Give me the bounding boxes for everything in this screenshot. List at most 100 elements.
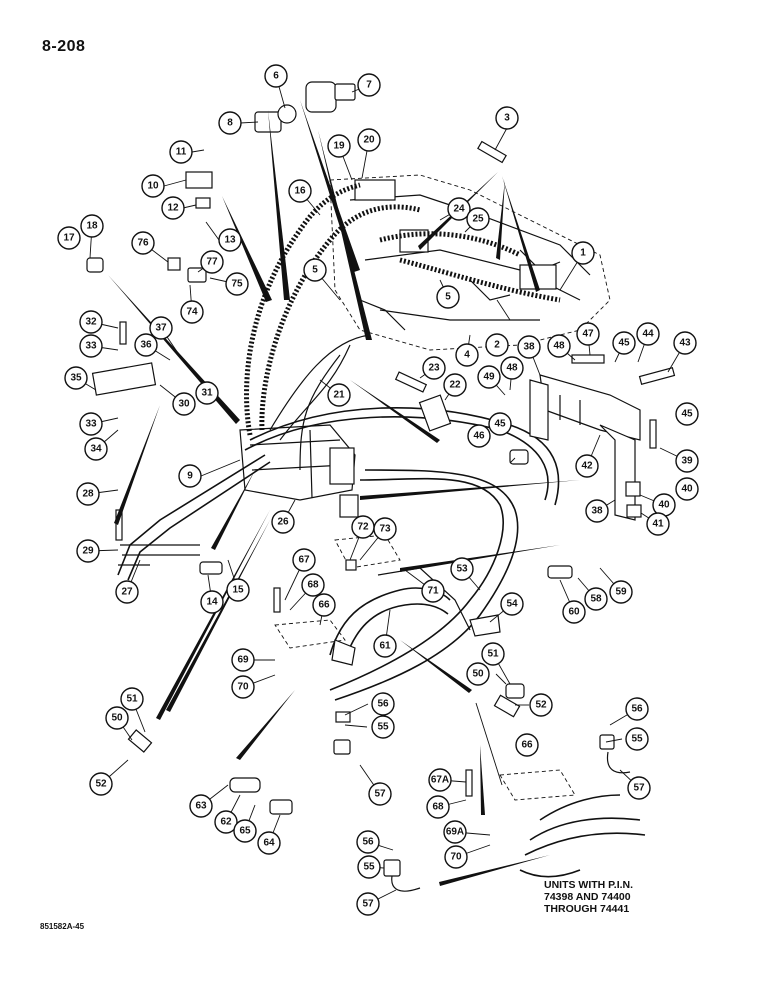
svg-text:6: 6: [273, 71, 279, 82]
callout-56: 56: [356, 830, 380, 854]
callout-39: 39: [675, 449, 699, 473]
callout-65: 65: [233, 819, 257, 843]
callout-57: 57: [356, 892, 380, 916]
page-number: 8-208: [42, 38, 86, 55]
svg-text:48: 48: [553, 341, 565, 352]
callout-49: 49: [477, 365, 501, 389]
callout-24: 24: [447, 197, 471, 221]
svg-text:57: 57: [633, 783, 645, 794]
svg-text:39: 39: [681, 456, 693, 467]
callout-54: 54: [500, 592, 524, 616]
svg-text:34: 34: [90, 444, 102, 455]
callout-35: 35: [64, 366, 88, 390]
callout-5: 5: [303, 258, 327, 282]
hoses: [117, 182, 646, 878]
svg-text:10: 10: [147, 181, 159, 192]
svg-text:65: 65: [239, 826, 251, 837]
callout-73: 73: [373, 517, 397, 541]
callout-68: 68: [426, 795, 450, 819]
svg-text:56: 56: [362, 837, 374, 848]
svg-text:41: 41: [652, 519, 664, 530]
svg-text:16: 16: [294, 186, 306, 197]
callout-76: 76: [131, 231, 155, 255]
svg-text:23: 23: [428, 363, 440, 374]
callout-2: 2: [485, 333, 509, 357]
svg-text:66: 66: [521, 740, 533, 751]
callout-47: 47: [576, 322, 600, 346]
hardware: [86, 81, 676, 892]
svg-text:32: 32: [85, 317, 97, 328]
svg-text:9: 9: [187, 471, 193, 482]
callout-7: 7: [357, 73, 381, 97]
units-note-line: THROUGH 74441: [544, 903, 630, 915]
svg-text:70: 70: [237, 682, 249, 693]
svg-text:1: 1: [580, 248, 586, 259]
svg-text:75: 75: [231, 279, 243, 290]
svg-text:47: 47: [582, 329, 594, 340]
svg-text:58: 58: [590, 594, 602, 605]
callout-75: 75: [225, 272, 249, 296]
callout-50: 50: [105, 706, 129, 730]
callout-77: 77: [200, 250, 224, 274]
svg-text:51: 51: [126, 694, 138, 705]
callout-36: 36: [134, 333, 158, 357]
svg-text:18: 18: [86, 221, 98, 232]
callout-45: 45: [612, 331, 636, 355]
svg-text:67A: 67A: [431, 775, 449, 786]
svg-text:56: 56: [377, 699, 389, 710]
callout-3: 3: [495, 106, 519, 130]
callout-55: 55: [357, 855, 381, 879]
callout-43: 43: [673, 331, 697, 355]
svg-text:27: 27: [121, 587, 133, 598]
svg-text:55: 55: [631, 734, 643, 745]
svg-text:43: 43: [679, 338, 691, 349]
units-note-line: 74398 AND 74400: [544, 891, 631, 903]
svg-text:15: 15: [232, 585, 244, 596]
callout-30: 30: [172, 392, 196, 416]
callout-13: 13: [218, 228, 242, 252]
callout-22: 22: [443, 373, 467, 397]
callout-55: 55: [625, 727, 649, 751]
callout-70: 70: [444, 845, 468, 869]
callout-66: 66: [312, 593, 336, 617]
callout-57: 57: [368, 782, 392, 806]
callout-27: 27: [115, 580, 139, 604]
callout-48: 48: [500, 356, 524, 380]
svg-text:59: 59: [615, 587, 627, 598]
callout-68: 68: [301, 573, 325, 597]
svg-text:67: 67: [298, 555, 310, 566]
callout-60: 60: [562, 600, 586, 624]
svg-text:35: 35: [70, 373, 82, 384]
engine-block: [329, 174, 611, 351]
svg-text:17: 17: [63, 233, 75, 244]
svg-text:72: 72: [357, 522, 369, 533]
callout-4: 4: [455, 343, 479, 367]
svg-text:63: 63: [195, 801, 207, 812]
svg-text:73: 73: [379, 524, 391, 535]
svg-text:4: 4: [464, 350, 470, 361]
callout-48: 48: [547, 334, 571, 358]
svg-text:60: 60: [568, 607, 580, 618]
callout-10: 10: [141, 174, 165, 198]
callout-57: 57: [627, 776, 651, 800]
svg-text:38: 38: [523, 342, 535, 353]
callout-5: 5: [436, 285, 460, 309]
drawing-code: 851582A-45: [40, 922, 85, 931]
svg-text:26: 26: [277, 517, 289, 528]
svg-text:76: 76: [137, 238, 149, 249]
svg-text:40: 40: [681, 484, 693, 495]
svg-text:14: 14: [206, 597, 218, 608]
callout-51: 51: [120, 687, 144, 711]
svg-text:64: 64: [263, 838, 275, 849]
callout-23: 23: [422, 356, 446, 380]
callout-33: 33: [79, 334, 103, 358]
callout-38: 38: [517, 335, 541, 359]
svg-text:12: 12: [167, 203, 179, 214]
svg-text:40: 40: [658, 500, 670, 511]
callout-45: 45: [675, 402, 699, 426]
units-note: UNITS WITH P.I.N. 74398 AND 74400 THROUG…: [544, 879, 633, 915]
svg-text:38: 38: [591, 506, 603, 517]
callout-46: 46: [467, 424, 491, 448]
